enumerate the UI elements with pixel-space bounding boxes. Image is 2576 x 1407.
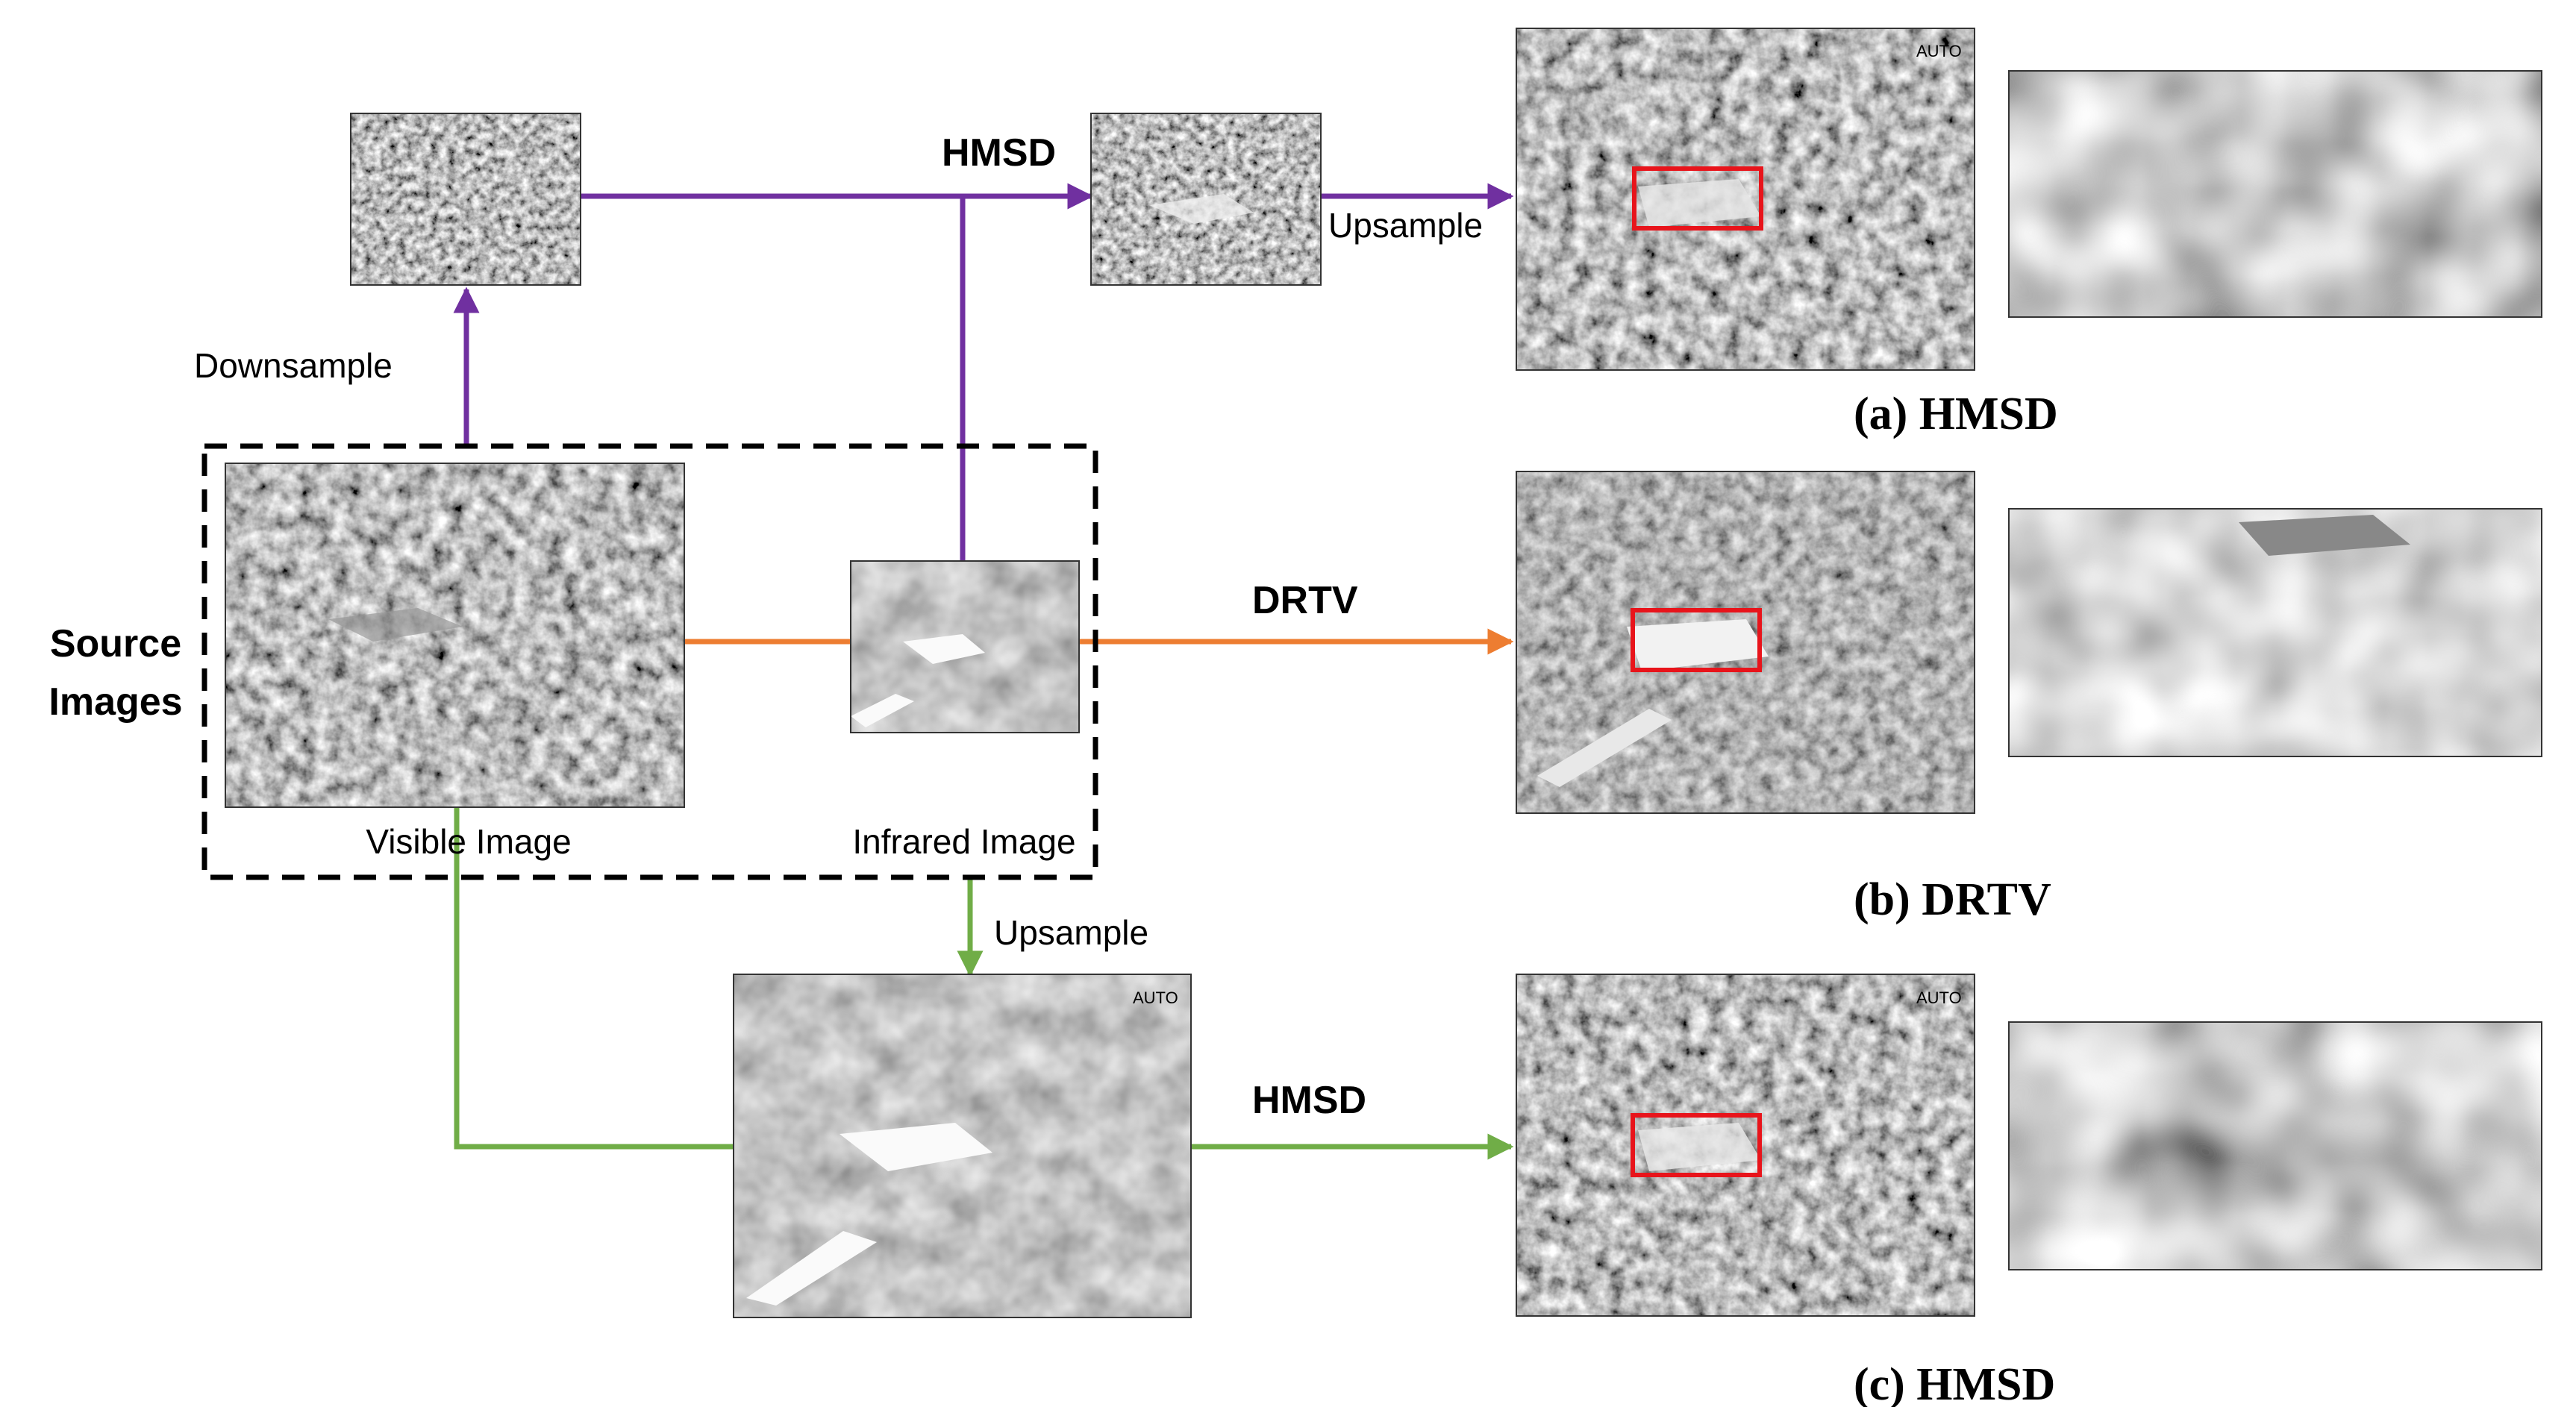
hmsd-bottom-label: HMSD (1252, 1079, 1366, 1122)
result-c-image: AUTO (1516, 974, 1975, 1317)
camera-auto-overlay: AUTO (1916, 42, 1962, 60)
zoom-c-image (2008, 1021, 2542, 1270)
upsample-bottom-label: Upsample (994, 913, 1148, 952)
highlight-box (1631, 1113, 1762, 1177)
zoom-a-image (2008, 70, 2542, 318)
visible-to-fusion-line (454, 807, 734, 1150)
caption-b: (b) DRTV (1854, 874, 2051, 925)
source-images-label-line2: Images (49, 680, 182, 724)
result-a-image: AUTO (1516, 28, 1975, 371)
visible-image (225, 463, 685, 808)
highlight-box (1632, 166, 1763, 231)
camera-auto-overlay: AUTO (1133, 988, 1178, 1007)
downsampled-visible-image (350, 113, 581, 286)
downsample-label: Downsample (194, 346, 393, 385)
purple-path (453, 183, 1514, 561)
camera-auto-overlay: AUTO (1916, 988, 1962, 1007)
green-path (454, 807, 1514, 1160)
infrared-image (850, 560, 1080, 733)
caption-a: (a) HMSD (1854, 389, 2058, 439)
source-images-label-line1: Source (50, 622, 181, 665)
drtv-label: DRTV (1252, 579, 1358, 622)
source-images-box (201, 443, 1098, 880)
hmsd-intermediate-image (1090, 113, 1322, 286)
visible-image-label: Visible Image (366, 822, 571, 861)
upsampled-infrared-image: AUTO (733, 974, 1192, 1318)
upsample-top-label: Upsample (1328, 206, 1483, 245)
caption-c: (c) HMSD (1854, 1359, 2055, 1407)
hmsd-top-label: HMSD (942, 131, 1056, 175)
infrared-image-label: Infrared Image (852, 822, 1075, 861)
zoom-b-image (2008, 508, 2542, 757)
highlight-box (1631, 608, 1762, 672)
result-b-image (1516, 471, 1975, 814)
